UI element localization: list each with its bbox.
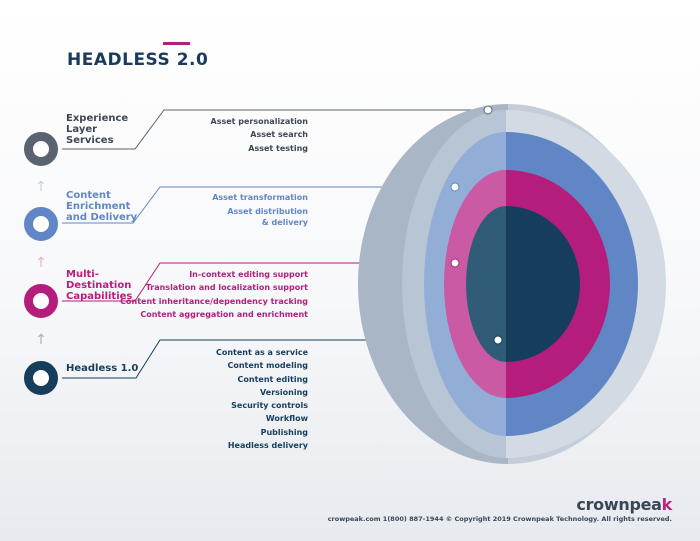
- feature-item: Translation and localization support: [145, 283, 308, 293]
- connector-capabilities: [62, 262, 455, 302]
- feature-list-headless: Content as a service Content modeling Co…: [216, 346, 308, 452]
- feature-item: Security controls: [231, 401, 308, 411]
- logo-text: crownpea: [576, 495, 662, 514]
- feature-item: Content modeling: [227, 361, 308, 371]
- sphere-core-left: [466, 206, 506, 362]
- ring-headless-icon: [24, 361, 58, 395]
- layer-label-enrichment: Content Enrichment and Delivery: [66, 190, 138, 223]
- feature-list-capabilities: In-context editing support Translation a…: [120, 268, 308, 321]
- layer-label-experience: Experience Layer Services: [66, 113, 129, 146]
- feature-item: Asset distribution & delivery: [227, 207, 308, 227]
- dot-capabilities: [450, 258, 460, 268]
- connector-enrichment: [62, 186, 455, 224]
- feature-item: Asset testing: [248, 143, 308, 153]
- feature-item: Asset personalization: [210, 117, 309, 126]
- connector-headless: [62, 339, 498, 379]
- feature-item: Content inheritance/dependency tracking: [120, 296, 308, 306]
- dot-headless: [493, 335, 503, 345]
- feature-item: Workflow: [265, 414, 308, 424]
- feature-item: Asset search: [250, 130, 308, 140]
- logo-accent: k: [661, 495, 673, 514]
- dot-experience: [483, 105, 493, 115]
- feature-item: Content aggregation and enrichment: [140, 309, 308, 319]
- title-accent-bar: [163, 42, 190, 45]
- connector-experience: [62, 109, 488, 150]
- layered-sphere: [358, 104, 666, 464]
- arrow-up-icon: ↑: [35, 179, 47, 195]
- sphere-core-right: [506, 206, 580, 362]
- page-title: HEADLESS 2.0: [67, 50, 209, 70]
- feature-item: Content as a service: [215, 348, 308, 357]
- feature-item: Versioning: [260, 387, 308, 397]
- ring-capabilities-icon: [24, 284, 58, 318]
- feature-list-enrichment: Asset transformation Asset distribution …: [212, 192, 308, 228]
- layer-label-headless: Headless 1.0: [66, 363, 139, 374]
- arrow-up-icon: ↑: [35, 255, 47, 271]
- feature-item: Asset transformation: [212, 193, 308, 202]
- feature-item: Publishing: [260, 427, 308, 437]
- ring-experience-icon: [24, 132, 58, 166]
- feature-item: In-context editing support: [189, 270, 308, 279]
- dot-enrichment: [450, 182, 460, 192]
- feature-item: Headless delivery: [227, 441, 308, 451]
- feature-item: Content editing: [237, 374, 309, 384]
- arrow-up-icon: ↑: [35, 332, 47, 348]
- feature-list-experience: Asset personalization Asset search Asset…: [211, 115, 309, 155]
- footer-copyright: crowpeak.com 1(800) 887-1944 © Copyright…: [327, 515, 672, 523]
- ring-enrichment-icon: [24, 207, 58, 241]
- crownpeak-logo: crownpeak: [576, 495, 672, 514]
- layer-label-capabilities: Multi- Destination Capabilities: [66, 269, 133, 302]
